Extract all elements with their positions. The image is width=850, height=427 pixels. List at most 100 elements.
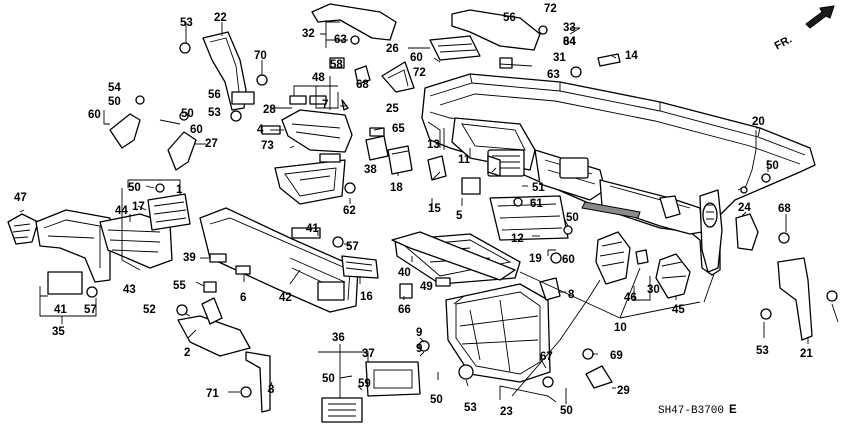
callout-6: 6 <box>240 292 246 304</box>
bracket-27 <box>167 131 197 171</box>
top-trim-26 <box>451 9 541 51</box>
callout-50: 50 <box>566 212 579 224</box>
vent-25 <box>381 61 415 93</box>
callout-24: 24 <box>738 202 751 214</box>
callout-50: 50 <box>128 182 141 194</box>
clip-70 <box>256 74 268 86</box>
diagram-code: SH47-B3700 <box>658 405 724 417</box>
callout-9: 9 <box>416 327 422 339</box>
callout-39: 39 <box>183 252 196 264</box>
callout-9: 9 <box>416 343 422 355</box>
callout-66: 66 <box>398 304 411 316</box>
callout-50: 50 <box>766 160 779 172</box>
callout-10: 10 <box>614 322 627 334</box>
callout-50: 50 <box>430 394 443 406</box>
switch-38 <box>365 135 389 161</box>
bracket-21 <box>777 257 813 341</box>
callout-5: 5 <box>456 210 463 222</box>
callout-27: 27 <box>205 138 218 150</box>
callout-58: 58 <box>330 59 343 71</box>
vent-45 <box>655 253 691 299</box>
callout-34: 34 <box>563 36 576 48</box>
callout-37: 37 <box>362 348 375 360</box>
callout-56: 56 <box>208 89 221 101</box>
callout-50: 50 <box>181 108 194 120</box>
side-cover-22 <box>202 31 255 111</box>
callout-38: 38 <box>364 164 377 176</box>
callout-11: 11 <box>458 154 471 166</box>
callout-4: 4 <box>257 124 264 136</box>
lower-box <box>274 159 346 205</box>
bracket-3 <box>245 351 271 413</box>
callout-41: 41 <box>306 223 319 235</box>
callout-63: 63 <box>334 34 347 46</box>
callout-32: 32 <box>302 28 315 40</box>
callout-41: 41 <box>54 304 67 316</box>
callout-16: 16 <box>360 291 373 303</box>
callout-21: 21 <box>800 348 813 360</box>
bracket-12 <box>489 195 569 241</box>
part-16 <box>341 255 379 279</box>
callout-29: 29 <box>617 385 630 397</box>
callout-72: 72 <box>413 67 426 79</box>
callout-36: 36 <box>332 332 345 344</box>
panel-41 <box>47 271 83 295</box>
callout-33: 33 <box>563 22 576 34</box>
vent-46 <box>595 231 631 285</box>
duct-43 <box>35 209 111 283</box>
bracket-58 <box>329 57 345 69</box>
clip-63 <box>350 35 360 45</box>
callout-63: 63 <box>547 69 560 81</box>
callout-28: 28 <box>263 104 276 116</box>
callout-53: 53 <box>756 345 769 357</box>
fr-label: FR. <box>773 33 794 52</box>
bracket-2 <box>177 315 251 357</box>
callout-53: 53 <box>464 402 477 414</box>
callout-40: 40 <box>398 267 411 279</box>
switch-13 <box>427 155 447 181</box>
part-41-top <box>291 227 321 239</box>
support-frame-23 <box>445 283 551 383</box>
callout-69: 69 <box>610 350 623 362</box>
callout-19: 19 <box>529 253 542 265</box>
callout-57: 57 <box>84 304 97 316</box>
callout-13: 13 <box>427 139 440 151</box>
callout-61: 61 <box>530 198 543 210</box>
callout-60: 60 <box>88 109 101 121</box>
callout-15: 15 <box>428 203 441 215</box>
callout-12: 12 <box>511 233 524 245</box>
callout-48: 48 <box>312 72 325 84</box>
callout-17: 17 <box>132 201 145 213</box>
clip-65 <box>369 127 385 137</box>
callout-54: 54 <box>108 82 121 94</box>
callout-1: 1 <box>176 184 183 196</box>
callout-26: 26 <box>386 43 399 55</box>
front-direction-arrow: FR. <box>773 5 835 52</box>
part-29 <box>585 365 613 389</box>
callout-46: 46 <box>624 292 637 304</box>
clip-14 <box>597 53 621 67</box>
callout-65: 65 <box>392 123 405 135</box>
callout-68: 68 <box>778 203 791 215</box>
callout-52: 52 <box>143 304 156 316</box>
callout-44: 44 <box>115 205 128 217</box>
part-24 <box>735 213 759 251</box>
callout-31: 31 <box>553 52 566 64</box>
callout-50: 50 <box>560 405 573 417</box>
callout-50: 50 <box>108 96 121 108</box>
callout-64: 64 <box>563 36 576 48</box>
clip-39 <box>209 253 227 263</box>
callout-43: 43 <box>123 284 136 296</box>
callout-23: 23 <box>500 406 513 418</box>
callout-25: 25 <box>386 103 399 115</box>
callout-22: 22 <box>214 12 227 24</box>
glovebox-strip <box>581 201 641 219</box>
callout-30: 30 <box>647 284 660 296</box>
top-trim-32 <box>311 3 397 41</box>
callout-72: 72 <box>544 3 557 15</box>
callout-70: 70 <box>254 50 267 62</box>
switch-5 <box>461 177 481 195</box>
clip-53 <box>179 42 191 54</box>
